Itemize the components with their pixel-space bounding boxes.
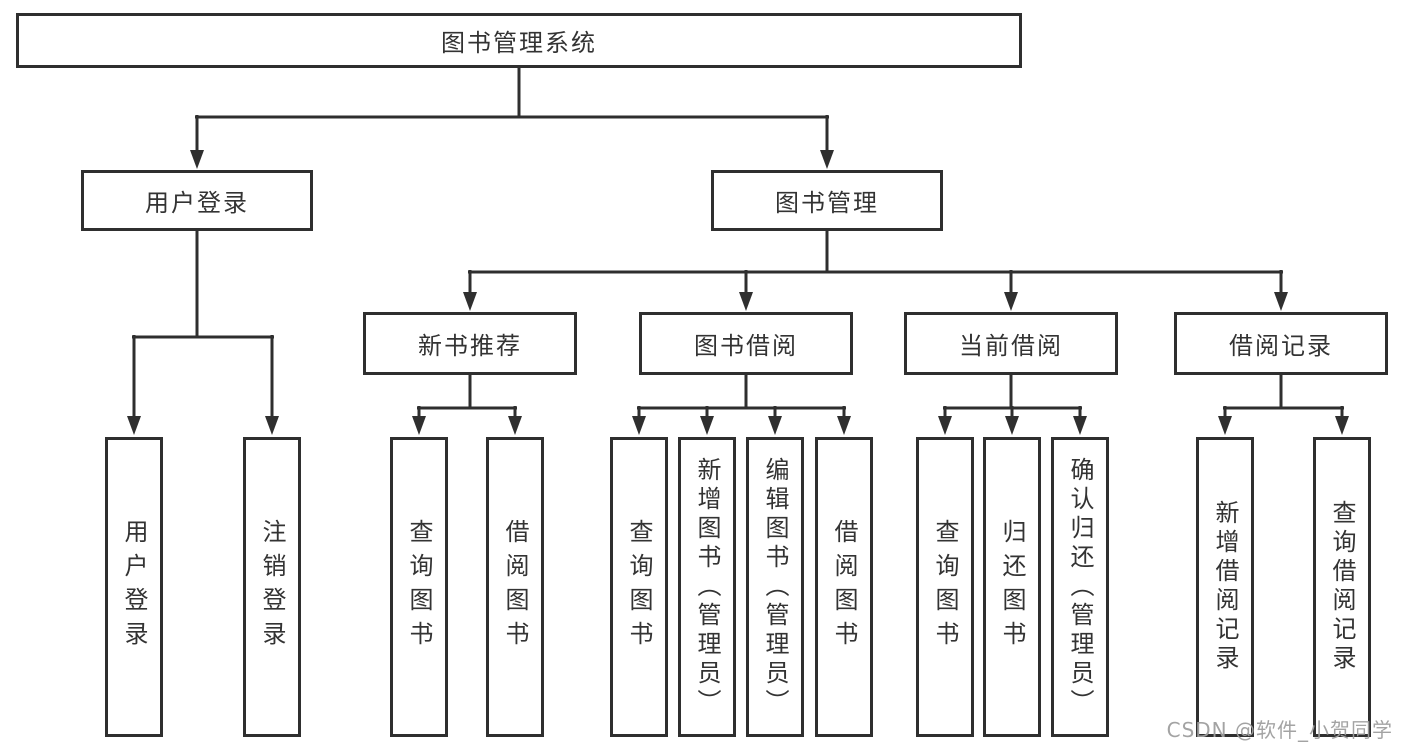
node-label: 确认归还（管理员） <box>1066 456 1094 718</box>
node-label: 查询图书 <box>625 519 653 655</box>
node-label: 注销登录 <box>258 519 286 655</box>
connector-user-login-branch <box>127 231 279 435</box>
leaf-borrowing-edit-books-admin: 编辑图书（管理员） <box>746 437 804 737</box>
node-current-borrowing: 当前借阅 <box>904 312 1118 375</box>
node-label: 借阅图书 <box>501 519 529 655</box>
arrow-down-icon <box>412 416 426 435</box>
connector-borrowing-records-branch <box>1218 375 1349 435</box>
arrow-down-icon <box>508 416 522 435</box>
node-label: 借阅图书 <box>830 519 858 655</box>
node-user-login: 用户登录 <box>81 170 313 231</box>
connector-new-books-branch <box>412 375 522 435</box>
arrow-down-icon <box>265 416 279 435</box>
arrow-down-icon <box>463 292 477 311</box>
arrow-down-icon <box>739 292 753 311</box>
connector-current-borrowing-branch <box>938 375 1087 435</box>
leaf-current-return-books: 归还图书 <box>983 437 1041 737</box>
node-label: 查询图书 <box>405 519 433 655</box>
node-borrowing-records: 借阅记录 <box>1174 312 1388 375</box>
arrow-down-icon <box>820 150 834 169</box>
arrow-down-icon <box>1005 416 1019 435</box>
node-book-management: 图书管理 <box>711 170 943 231</box>
connector-book-management-branch <box>463 231 1288 311</box>
leaf-current-query-books: 查询图书 <box>916 437 974 737</box>
node-label: 查询借阅记录 <box>1328 500 1356 674</box>
leaf-user-login: 用户登录 <box>105 437 163 737</box>
leaf-borrowing-query-books: 查询图书 <box>610 437 668 737</box>
node-label: 新增借阅记录 <box>1211 500 1239 674</box>
node-label: 用户登录 <box>120 519 148 655</box>
arrow-down-icon <box>1004 292 1018 311</box>
leaf-newbooks-query-books: 查询图书 <box>390 437 448 737</box>
connector-root-to-level2 <box>190 66 834 169</box>
csdn-watermark: CSDN @软件_小贺同学 <box>1166 718 1393 742</box>
arrow-down-icon <box>837 416 851 435</box>
arrow-down-icon <box>127 416 141 435</box>
node-book-borrowing: 图书借阅 <box>639 312 853 375</box>
leaf-records-query-record: 查询借阅记录 <box>1313 437 1371 737</box>
node-label: 查询图书 <box>931 519 959 655</box>
arrow-down-icon <box>768 416 782 435</box>
leaf-borrowing-add-books-admin: 新增图书（管理员） <box>678 437 736 737</box>
leaf-newbooks-borrow-books: 借阅图书 <box>486 437 544 737</box>
arrow-down-icon <box>938 416 952 435</box>
node-label: 新增图书（管理员） <box>693 456 721 718</box>
arrow-down-icon <box>1274 292 1288 311</box>
arrow-down-icon <box>1335 416 1349 435</box>
arrow-down-icon <box>632 416 646 435</box>
node-label: 归还图书 <box>998 519 1026 655</box>
leaf-logout: 注销登录 <box>243 437 301 737</box>
leaf-records-add-record: 新增借阅记录 <box>1196 437 1254 737</box>
arrow-down-icon <box>700 416 714 435</box>
connector-book-borrowing-branch <box>632 375 851 435</box>
arrow-down-icon <box>1073 416 1087 435</box>
node-label: 编辑图书（管理员） <box>761 456 789 718</box>
leaf-current-confirm-return-admin: 确认归还（管理员） <box>1051 437 1109 737</box>
arrow-down-icon <box>1218 416 1232 435</box>
leaf-borrowing-borrow-books: 借阅图书 <box>815 437 873 737</box>
node-new-book-recommendation: 新书推荐 <box>363 312 577 375</box>
node-root: 图书管理系统 <box>16 13 1022 68</box>
arrow-down-icon <box>190 150 204 169</box>
